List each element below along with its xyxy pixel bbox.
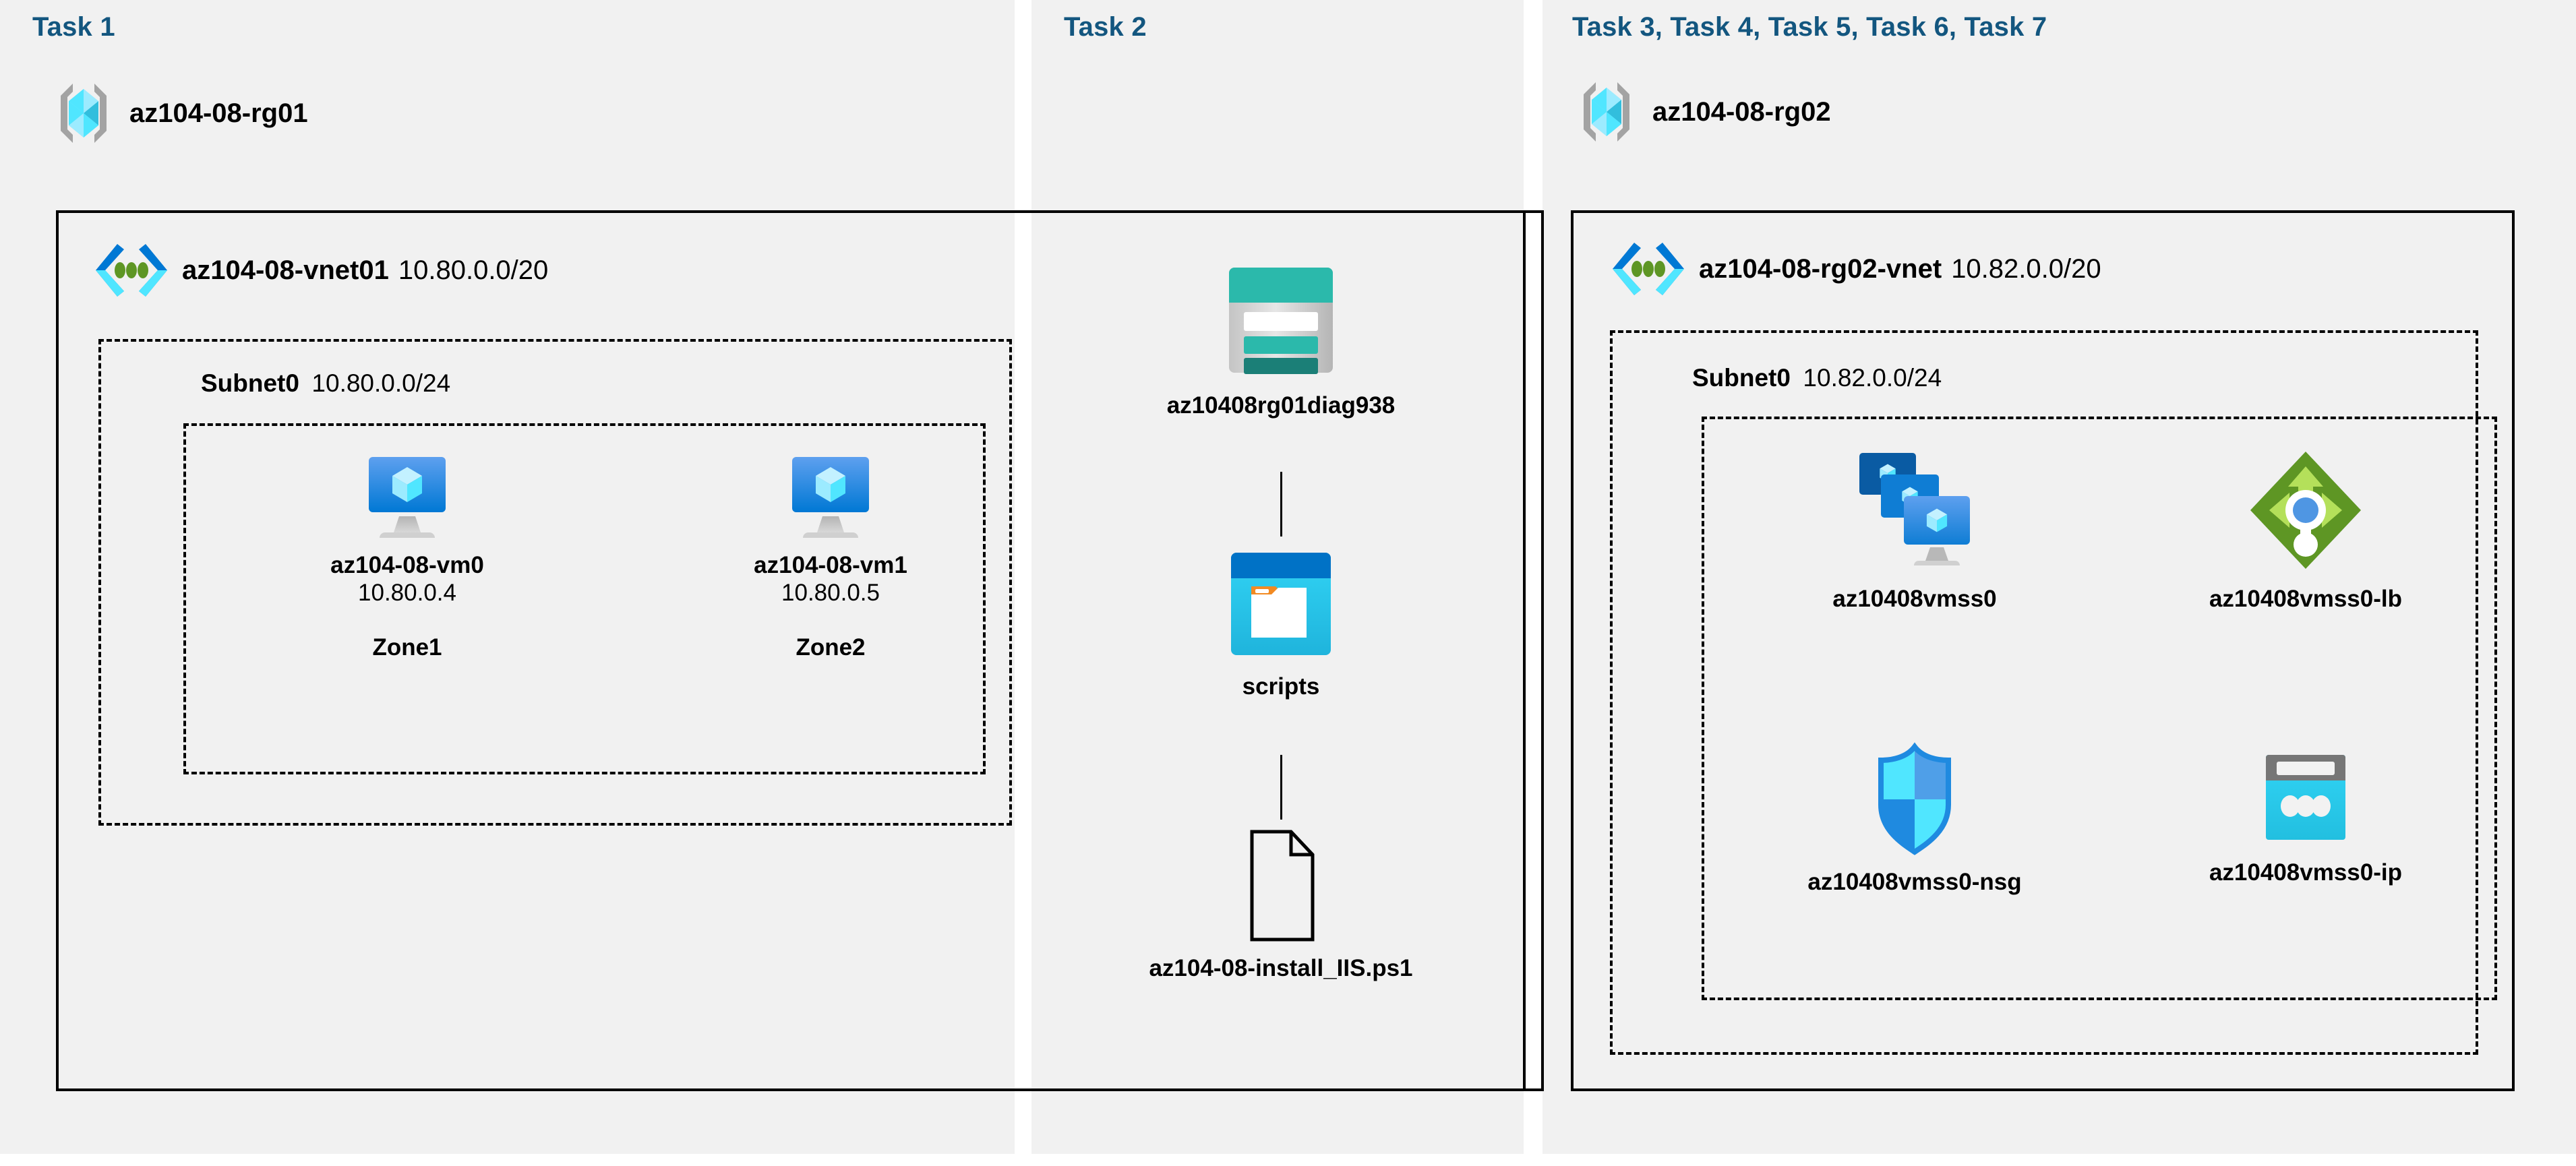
resource-group-icon [53,81,115,146]
resource-group-row-rg01: az104-08-rg01 [53,81,308,146]
vm1-ip: 10.80.0.5 [781,580,880,607]
network-security-group-icon [1867,741,1962,857]
vm0-ip: 10.80.0.4 [358,580,456,607]
virtual-network-icon [94,241,169,299]
vm-scale-set-icon [1847,446,1982,574]
task1-heading: Task 1 [32,12,115,42]
subnet-row-task3: Subnet0 10.82.0.0/24 [1692,364,1942,392]
box-task2 [1031,210,1544,1091]
subnet-name-task1: Subnet0 [201,369,299,397]
node-vm0[interactable]: az104-08-vm0 10.80.0.4 Zone1 [266,453,549,661]
panel-task3-background [1542,0,2576,1154]
node-public-ip[interactable]: az10408vmss0-ip [2144,747,2467,886]
vm0-zone: Zone1 [372,634,442,661]
connector-container-to-file [1280,755,1282,820]
subnet-row-task1: Subnet0 10.80.0.0/24 [201,369,450,398]
vnet-name-task3: az104-08-rg02-vnet [1699,253,1942,284]
subnet-cidr-task1: 10.80.0.0/24 [311,369,451,397]
vm1-zone: Zone2 [796,634,866,661]
vmss-name: az10408vmss0 [1832,586,1997,612]
node-vm1[interactable]: az104-08-vm1 10.80.0.5 Zone2 [689,453,972,661]
virtual-machine-icon [780,453,881,541]
load-balancer-icon [2245,446,2366,574]
vnet-box-task3 [1571,210,2515,1091]
node-network-security-group[interactable]: az10408vmss0-nsg [1753,741,2076,896]
virtual-machine-icon [357,453,458,541]
resource-group-label-rg02: az104-08-rg02 [1652,96,1831,127]
resources-box-task3 [1702,417,2497,1000]
load-balancer-name: az10408vmss0-lb [2209,586,2403,612]
resource-group-label-rg01: az104-08-rg01 [129,98,308,128]
node-script-file[interactable]: az104-08-install_IIS.ps1 [1052,828,1510,982]
resource-group-icon [1576,80,1638,144]
vm0-name: az104-08-vm0 [330,552,484,578]
blob-container-icon [1220,546,1342,662]
virtual-network-icon [1611,240,1685,298]
public-ip-address-icon [2255,747,2356,848]
subnet-box-task3 [1610,330,2478,1055]
public-ip-name: az10408vmss0-ip [2209,859,2403,886]
blob-container-name: scripts [1242,673,1320,700]
node-blob-container[interactable]: scripts [1092,546,1470,700]
node-load-balancer[interactable]: az10408vmss0-lb [2144,446,2467,613]
vnet-name-task1: az104-08-vnet01 [182,255,389,285]
network-security-group-name: az10408vmss0-nsg [1807,869,2022,895]
panel-task1-background [0,0,1015,1154]
storage-account-name: az10408rg01diag938 [1166,392,1396,419]
script-file-name: az104-08-install_IIS.ps1 [1149,955,1413,981]
vnet-cidr-task3: 10.82.0.0/20 [1951,253,2101,284]
vnet-box-task1 [56,210,1526,1091]
subnet-name-task3: Subnet0 [1692,364,1791,392]
task3-heading: Task 3, Task 4, Task 5, Task 6, Task 7 [1572,12,2047,42]
vm1-name: az104-08-vm1 [754,552,907,578]
file-icon [1237,828,1325,944]
subnet-cidr-task3: 10.82.0.0/24 [1803,364,1942,392]
task2-heading: Task 2 [1064,12,1147,42]
vnet-cidr-task1: 10.80.0.0/20 [398,255,549,285]
vnet-row-task1: az104-08-vnet01 10.80.0.0/20 [94,241,548,299]
storage-account-icon [1217,259,1345,381]
node-vmss[interactable]: az10408vmss0 [1753,446,2076,613]
subnet-box-task1 [98,339,1012,826]
connector-storage-to-container [1280,472,1282,536]
node-storage-account[interactable]: az10408rg01diag938 [1092,259,1470,419]
availability-zones-box-task1 [183,423,986,774]
resource-group-row-rg02: az104-08-rg02 [1576,80,1831,144]
vnet-row-task3: az104-08-rg02-vnet 10.82.0.0/20 [1611,240,2101,298]
